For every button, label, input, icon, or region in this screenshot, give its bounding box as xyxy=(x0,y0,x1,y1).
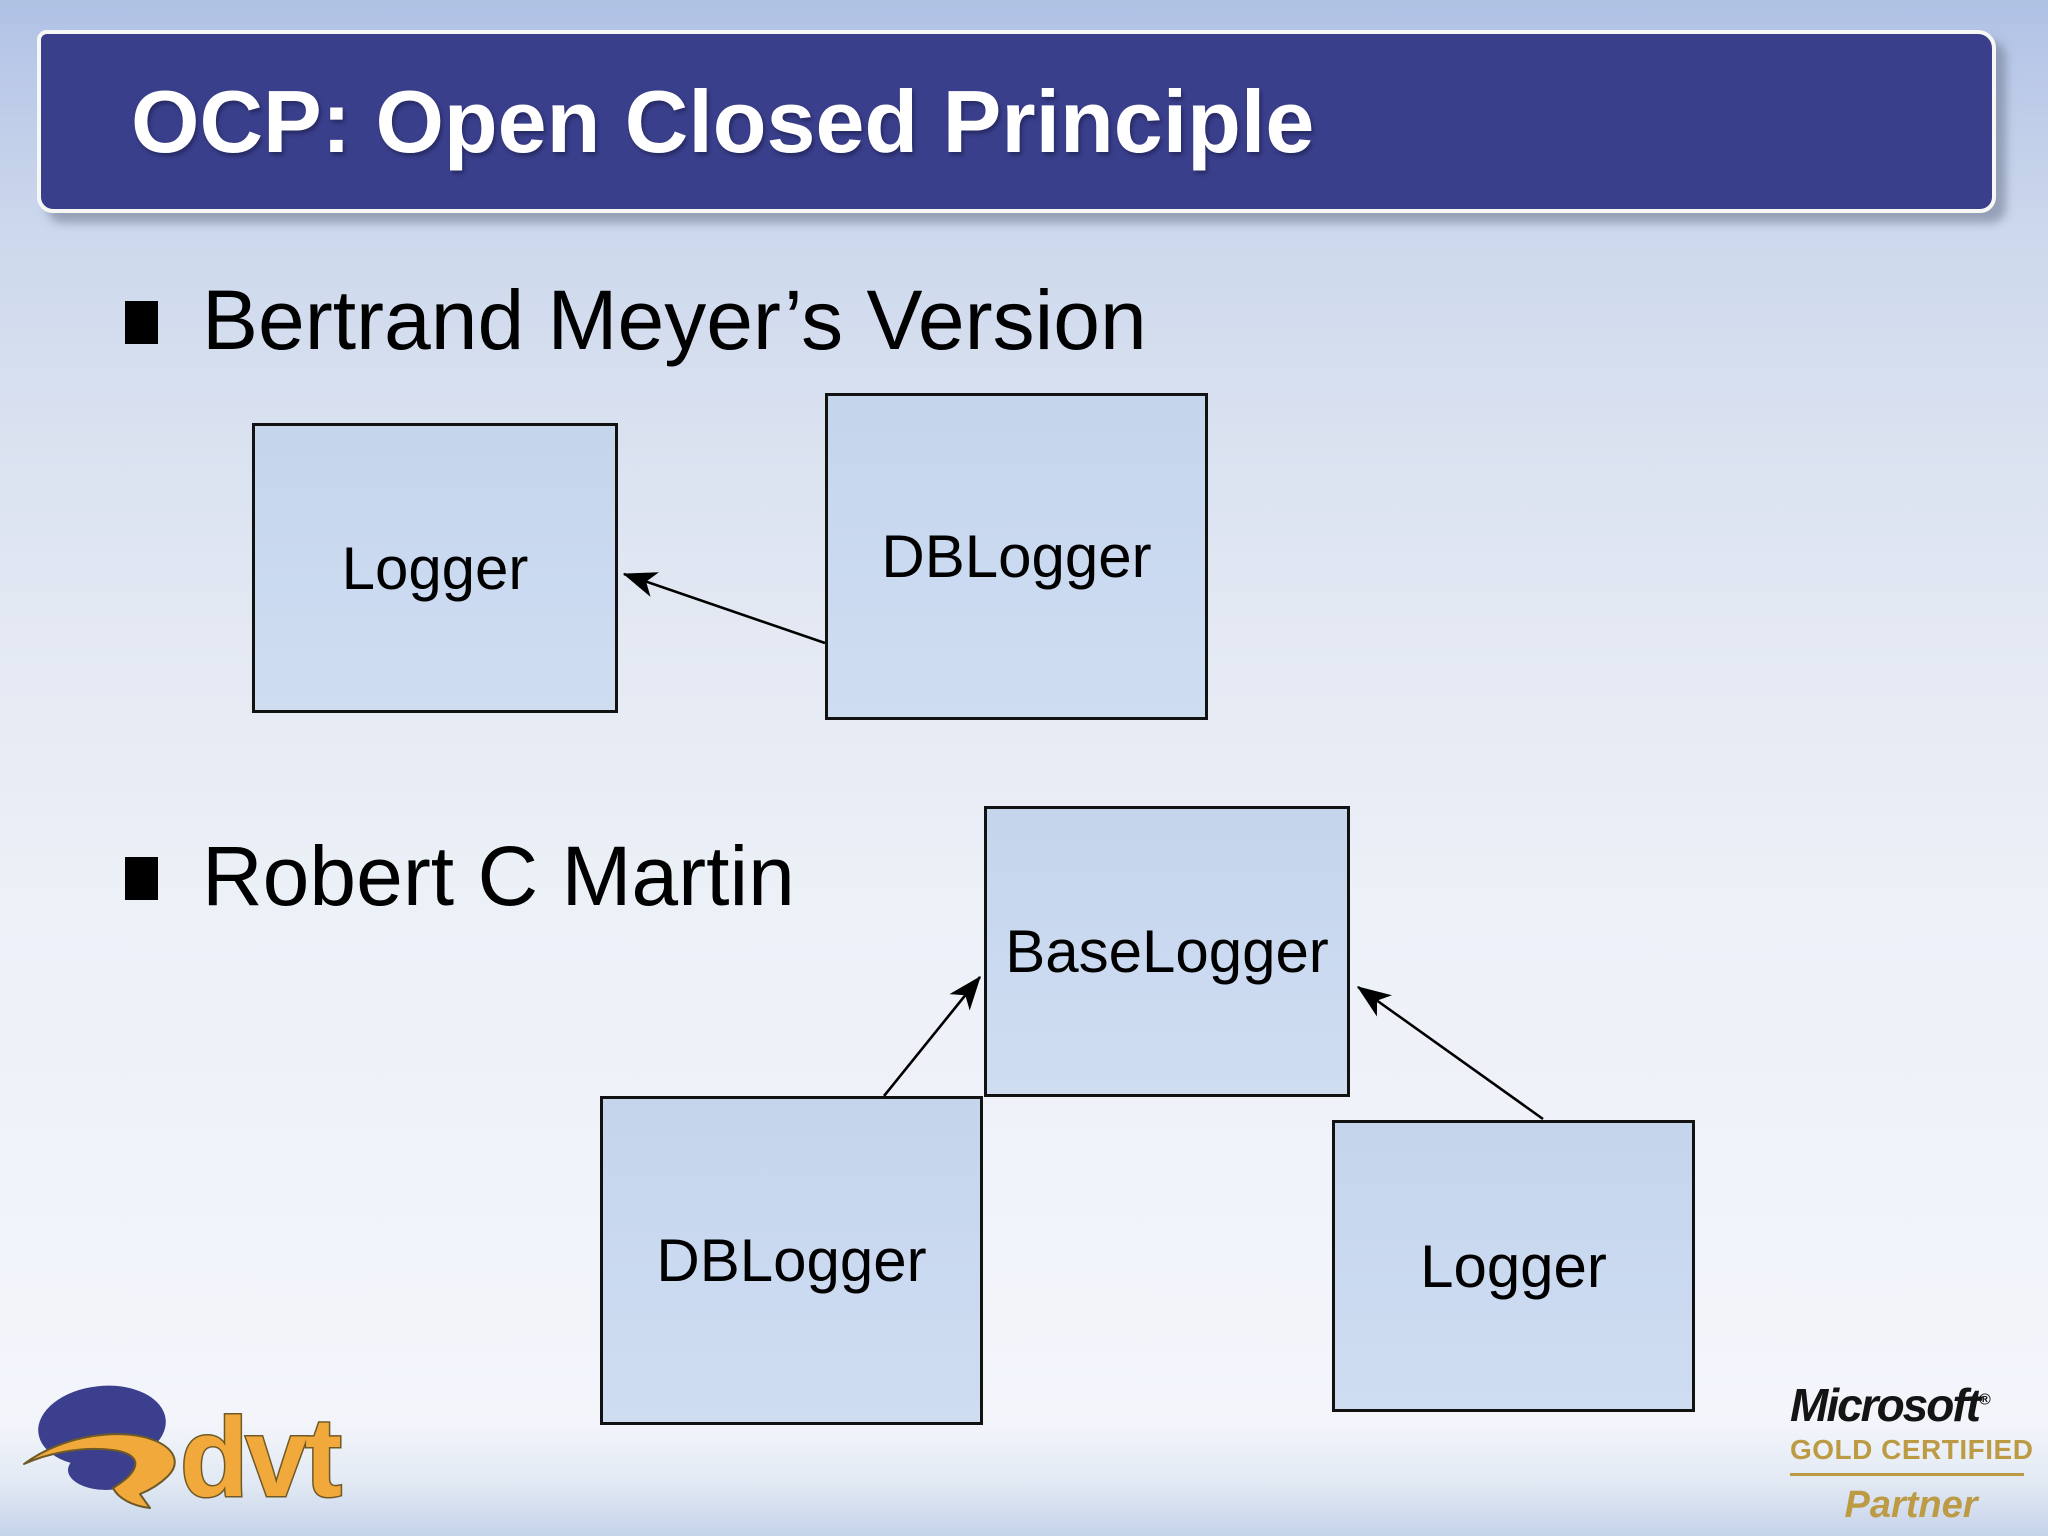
bullet-item-meyer: Bertrand Meyer’s Version xyxy=(125,270,1147,371)
class-box-meyer-dblogger: DBLogger xyxy=(825,393,1208,720)
partner-label: Partner xyxy=(1844,1484,1978,1526)
class-box-label: Logger xyxy=(1420,1232,1607,1300)
gold-certified-label: GOLD CERTIFIED xyxy=(1790,1434,2034,1465)
arrow-logger-to-baselogger xyxy=(1356,985,1544,1121)
gold-divider-line xyxy=(1790,1473,2024,1476)
arrow-dblogger-to-logger xyxy=(622,572,826,645)
class-box-meyer-logger: Logger xyxy=(252,423,618,713)
bullet-square-icon xyxy=(125,856,158,900)
class-box-label: Logger xyxy=(341,534,529,602)
dvt-logo-text: dvt xyxy=(180,1395,341,1514)
bullet-label: Bertrand Meyer’s Version xyxy=(202,273,1147,367)
class-box-label: DBLogger xyxy=(881,523,1152,590)
arrow-dblogger-to-baselogger xyxy=(882,975,982,1097)
microsoft-wordmark-text: Microsoft xyxy=(1790,1379,1981,1431)
dvt-logo: dvt xyxy=(23,1385,345,1514)
microsoft-wordmark: Microsoft® xyxy=(1790,1382,2032,1428)
class-box-martin-logger: Logger xyxy=(1332,1120,1695,1412)
slide-title-bar: OCP: Open Closed Principle xyxy=(37,30,1996,213)
bullet-item-martin: Robert C Martin xyxy=(125,826,795,927)
dvt-logo-icon xyxy=(23,1385,176,1509)
class-box-label: BaseLogger xyxy=(1005,918,1329,985)
bullet-square-icon xyxy=(125,300,158,344)
registered-trademark-mark: ® xyxy=(1979,1391,1991,1409)
class-box-label: DBLogger xyxy=(656,1227,927,1294)
bullet-label: Robert C Martin xyxy=(202,829,795,923)
class-box-martin-baselogger: BaseLogger xyxy=(984,806,1350,1097)
slide-title: OCP: Open Closed Principle xyxy=(131,71,1315,171)
microsoft-gold-partner-logo: Microsoft® GOLD CERTIFIED Partner xyxy=(1790,1382,2034,1526)
class-box-martin-dblogger: DBLogger xyxy=(600,1096,983,1425)
